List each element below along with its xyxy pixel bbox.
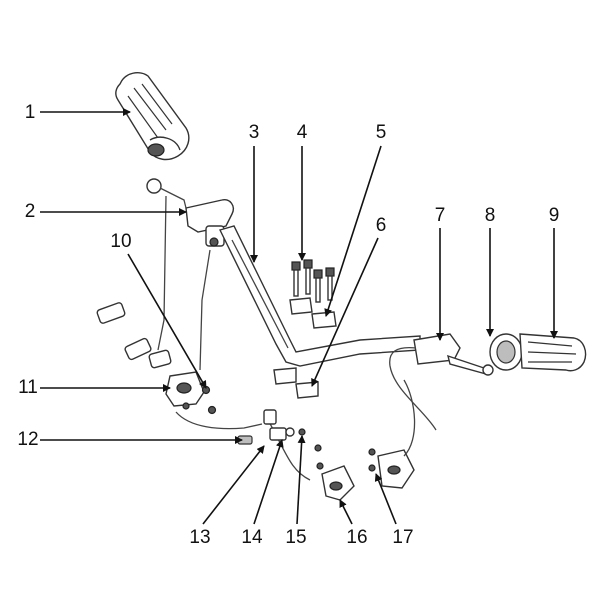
brake-hose	[175, 411, 311, 481]
leader-lines	[40, 108, 558, 525]
callout-11: 11	[18, 377, 38, 398]
callout-9: 9	[549, 205, 560, 226]
callout-7: 7	[435, 205, 446, 226]
leader-13	[202, 445, 265, 525]
clamp-bolts	[291, 259, 335, 303]
callout-8: 8	[485, 205, 496, 226]
callout-labels: 1 2 3 4 5 6 7 8 9 10 11 12 13 14 15 16 1…	[17, 102, 559, 548]
left-grip	[115, 72, 190, 161]
leader-17	[374, 473, 397, 525]
right-grip	[519, 333, 587, 372]
callout-10: 10	[110, 231, 131, 252]
callout-14: 14	[241, 527, 263, 548]
leader-10	[127, 253, 207, 389]
lower-clamps	[273, 367, 319, 399]
leader-15	[296, 435, 306, 525]
callout-13: 13	[189, 527, 210, 548]
left-caliper	[314, 444, 355, 501]
right-caliper	[368, 379, 416, 489]
callout-4: 4	[297, 122, 308, 143]
left-switch-connectors	[96, 195, 211, 371]
right-brake-lever	[389, 333, 494, 431]
callout-12: 12	[17, 429, 38, 450]
leader-14	[253, 439, 284, 525]
banjo-assembly	[263, 409, 306, 441]
throttle-housing	[146, 178, 234, 247]
callout-6: 6	[376, 215, 387, 236]
leader-16	[339, 499, 353, 525]
grip-end-ring	[489, 333, 523, 371]
leader-5	[324, 145, 382, 317]
callout-3: 3	[249, 122, 260, 143]
callout-17: 17	[392, 527, 413, 548]
leader-6	[311, 237, 379, 387]
callout-5: 5	[376, 122, 387, 143]
callout-1: 1	[25, 102, 36, 123]
callout-16: 16	[346, 527, 367, 548]
callout-2: 2	[25, 201, 36, 222]
left-screws	[201, 385, 217, 415]
left-brake-master-cylinder	[165, 371, 205, 410]
upper-clamps	[289, 297, 337, 329]
callout-15: 15	[285, 527, 306, 548]
